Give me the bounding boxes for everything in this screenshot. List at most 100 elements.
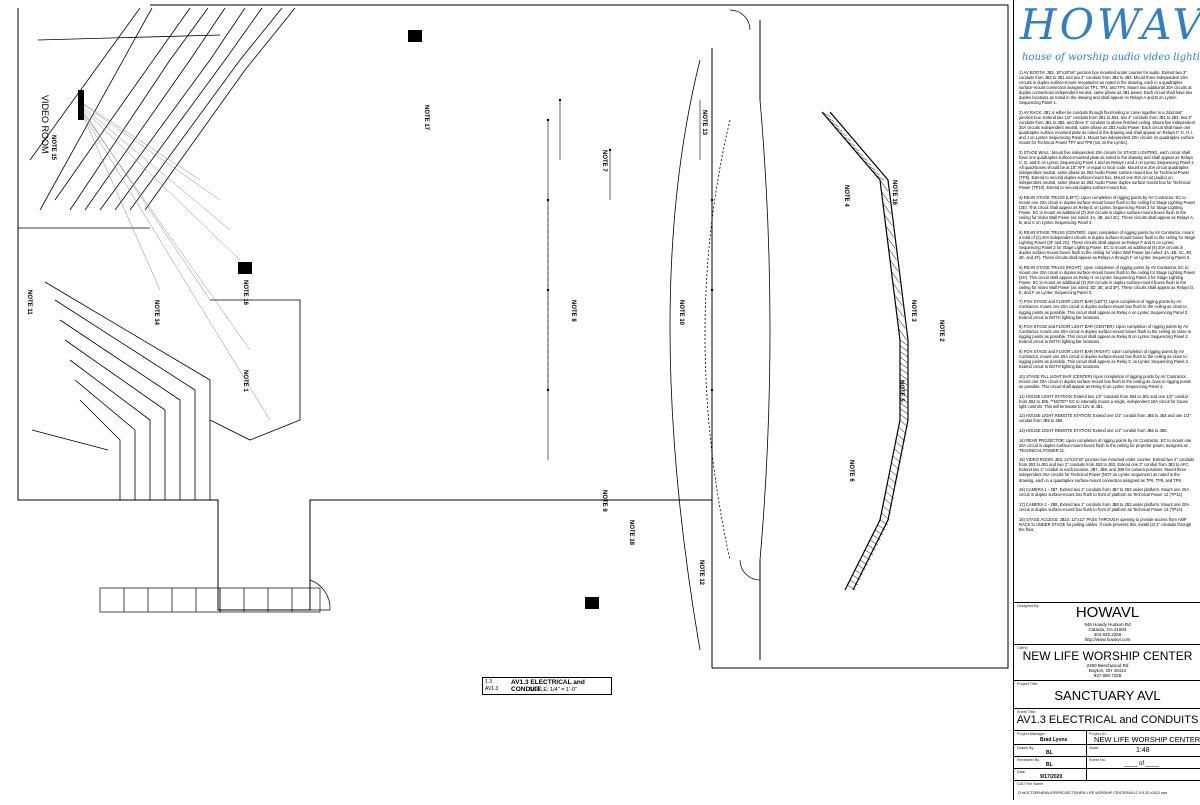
- right-room-top: [712, 4, 1009, 669]
- drawn-row: Drawn By BL Scale 1:48: [1014, 744, 1200, 757]
- rigging-point: [546, 288, 550, 292]
- seat-blocks: [99, 587, 321, 613]
- address-line: http://www.howavl.com: [1084, 637, 1131, 642]
- truss-brace: [874, 529, 884, 536]
- truss-brace: [864, 549, 874, 556]
- truss-brace: [859, 155, 868, 161]
- truss-brace: [879, 179, 889, 192]
- truss-brace: [898, 328, 907, 341]
- note-callout: NOTE 12: [698, 560, 704, 586]
- truss-brace: [899, 368, 909, 375]
- general-note: 3) STAGE WALL: Mount five independent 20…: [1019, 149, 1195, 191]
- truss-brace: [899, 414, 909, 421]
- truss-brace: [899, 356, 909, 364]
- client-name: NEW LIFE WORSHIP CENTER: [1022, 649, 1193, 663]
- note-callout: NOTE 6: [848, 460, 854, 482]
- scale-label: Scale: [1089, 746, 1099, 750]
- truss-brace: [885, 491, 894, 499]
- truss-brace: [849, 579, 859, 586]
- address-line: 404.825.2256: [1093, 632, 1122, 637]
- camera-positions: [238, 30, 599, 609]
- address-line: Dayton, OH 45414: [1088, 668, 1127, 673]
- rigging-point: [546, 388, 550, 392]
- truss-brace: [886, 236, 896, 249]
- reviewed-by-label: Reviewed By: [1017, 758, 1040, 762]
- rigging-point: [608, 148, 612, 152]
- general-note: 2) AV RACK: JB1 is either tie conduits t…: [1019, 109, 1196, 146]
- project-title: SANCTUARY AVL: [1054, 688, 1161, 703]
- truss-brace: [879, 519, 889, 526]
- sheet-scale: SCALE: 1/4" = 1'-0": [529, 687, 577, 693]
- general-note: 7) FOH STAGE and FLOOR LIGHT BAR (LEFT):…: [1019, 299, 1189, 320]
- truss-brace: [889, 259, 899, 272]
- general-note: 16) CAMERA 1 - JB7, Extend two 1" condui…: [1019, 487, 1189, 498]
- general-note: 17) CAMERA 2 - JB8, Extend two 1" condui…: [1019, 501, 1189, 512]
- note-callout: NOTE 9: [601, 490, 607, 512]
- truss-brace: [881, 191, 890, 204]
- truss-brace: [898, 426, 907, 435]
- date-label: Date: [1017, 770, 1026, 774]
- title-block: HOWAVL house of worship audio video ligh…: [1013, 0, 1200, 800]
- note-callout: NOTE 16: [242, 280, 248, 306]
- truss-brace: [899, 339, 909, 346]
- truss-brace: [899, 379, 909, 386]
- truss-brace: [892, 282, 902, 295]
- cad-file: D:\HOCTOR\NEW\LIFE\PROJECTS\NEW LIFE WOR…: [1018, 791, 1168, 795]
- date-row: Date 9/17/2020: [1014, 768, 1200, 781]
- note-callout: NOTE 3: [910, 300, 916, 322]
- pm-row: Project Manager Brad Lyons Project ID: N…: [1014, 730, 1200, 745]
- truss-brace: [830, 121, 839, 127]
- truss-brace: [857, 564, 866, 571]
- truss-brace: [869, 539, 879, 546]
- outer-wall: [17, 8, 712, 611]
- date-value: 9/17/2020: [1040, 774, 1063, 780]
- light-bar-spine: [547, 200, 713, 390]
- truss-brace: [884, 498, 893, 506]
- truss-brace: [888, 476, 897, 485]
- truss-brace: [899, 396, 909, 404]
- truss-brace: [842, 136, 851, 142]
- note-callout: NOTE 18: [628, 520, 634, 546]
- truss-brace: [895, 305, 904, 318]
- howavl-logo: HOWAVL house of worship audio video ligh…: [1018, 0, 1200, 64]
- sheet-title: AV1.3 ELECTRICAL and CONDUITS: [1016, 714, 1199, 726]
- cad-label: CAD File Name: [1017, 782, 1044, 786]
- drawn-by-label: Drawn By: [1017, 746, 1034, 750]
- project-title-box: Project Title: SANCTUARY AVL: [1014, 680, 1200, 708]
- sheet-ref: AV1.3: [485, 686, 499, 692]
- reviewed-by: BL: [1046, 762, 1053, 768]
- sheet-title-box: Sheet Title: AV1.3 ELECTRICAL and CONDUI…: [1014, 708, 1200, 730]
- address-line: 946 Howdy Hudson Rd: [1084, 622, 1131, 627]
- general-note: 8) FOH STAGE and FLOOR LIGHT BAR (CENTER…: [1019, 324, 1192, 345]
- truss-brace: [899, 345, 909, 352]
- seating-bottom-left: [31, 281, 301, 500]
- note-callout: NOTE 4: [843, 185, 849, 207]
- general-note: 18) STAGE ACCESS: JB10, 12"x12" PASS THR…: [1019, 516, 1192, 532]
- truss-brace: [899, 362, 909, 369]
- sheet-scale-box: 1.3 AV1.3 AV1.3 ELECTRICAL and CONDUIT S…: [482, 677, 612, 695]
- truss-brace: [884, 214, 893, 226]
- general-note: 12) HOUSE LIGHT REMOTE STATION: Extend o…: [1019, 413, 1191, 424]
- truss-brace: [888, 248, 897, 261]
- truss-cross-bracing: [821, 111, 909, 591]
- truss-brace: [838, 131, 847, 137]
- truss-brace: [882, 202, 892, 215]
- truss-brace: [899, 374, 909, 381]
- logo-tagline: house of worship audio video lighting: [1022, 52, 1200, 63]
- truss-brace: [892, 455, 902, 464]
- truss-brace: [826, 116, 835, 122]
- truss-brace: [899, 385, 909, 392]
- video-room-desk: [78, 90, 84, 120]
- truss-brace: [896, 434, 906, 442]
- general-note: 10) STAGE FILL LIGHT BAR (CENTER) Upon c…: [1019, 373, 1192, 389]
- general-note: 11) HOUSE LIGHT STATION: Extend two 1/2"…: [1019, 393, 1188, 409]
- note-callout: NOTE 14: [153, 300, 159, 326]
- note-callout: NOTE 5: [898, 380, 904, 402]
- truss-brace: [895, 441, 904, 449]
- rigging-point: [710, 388, 714, 392]
